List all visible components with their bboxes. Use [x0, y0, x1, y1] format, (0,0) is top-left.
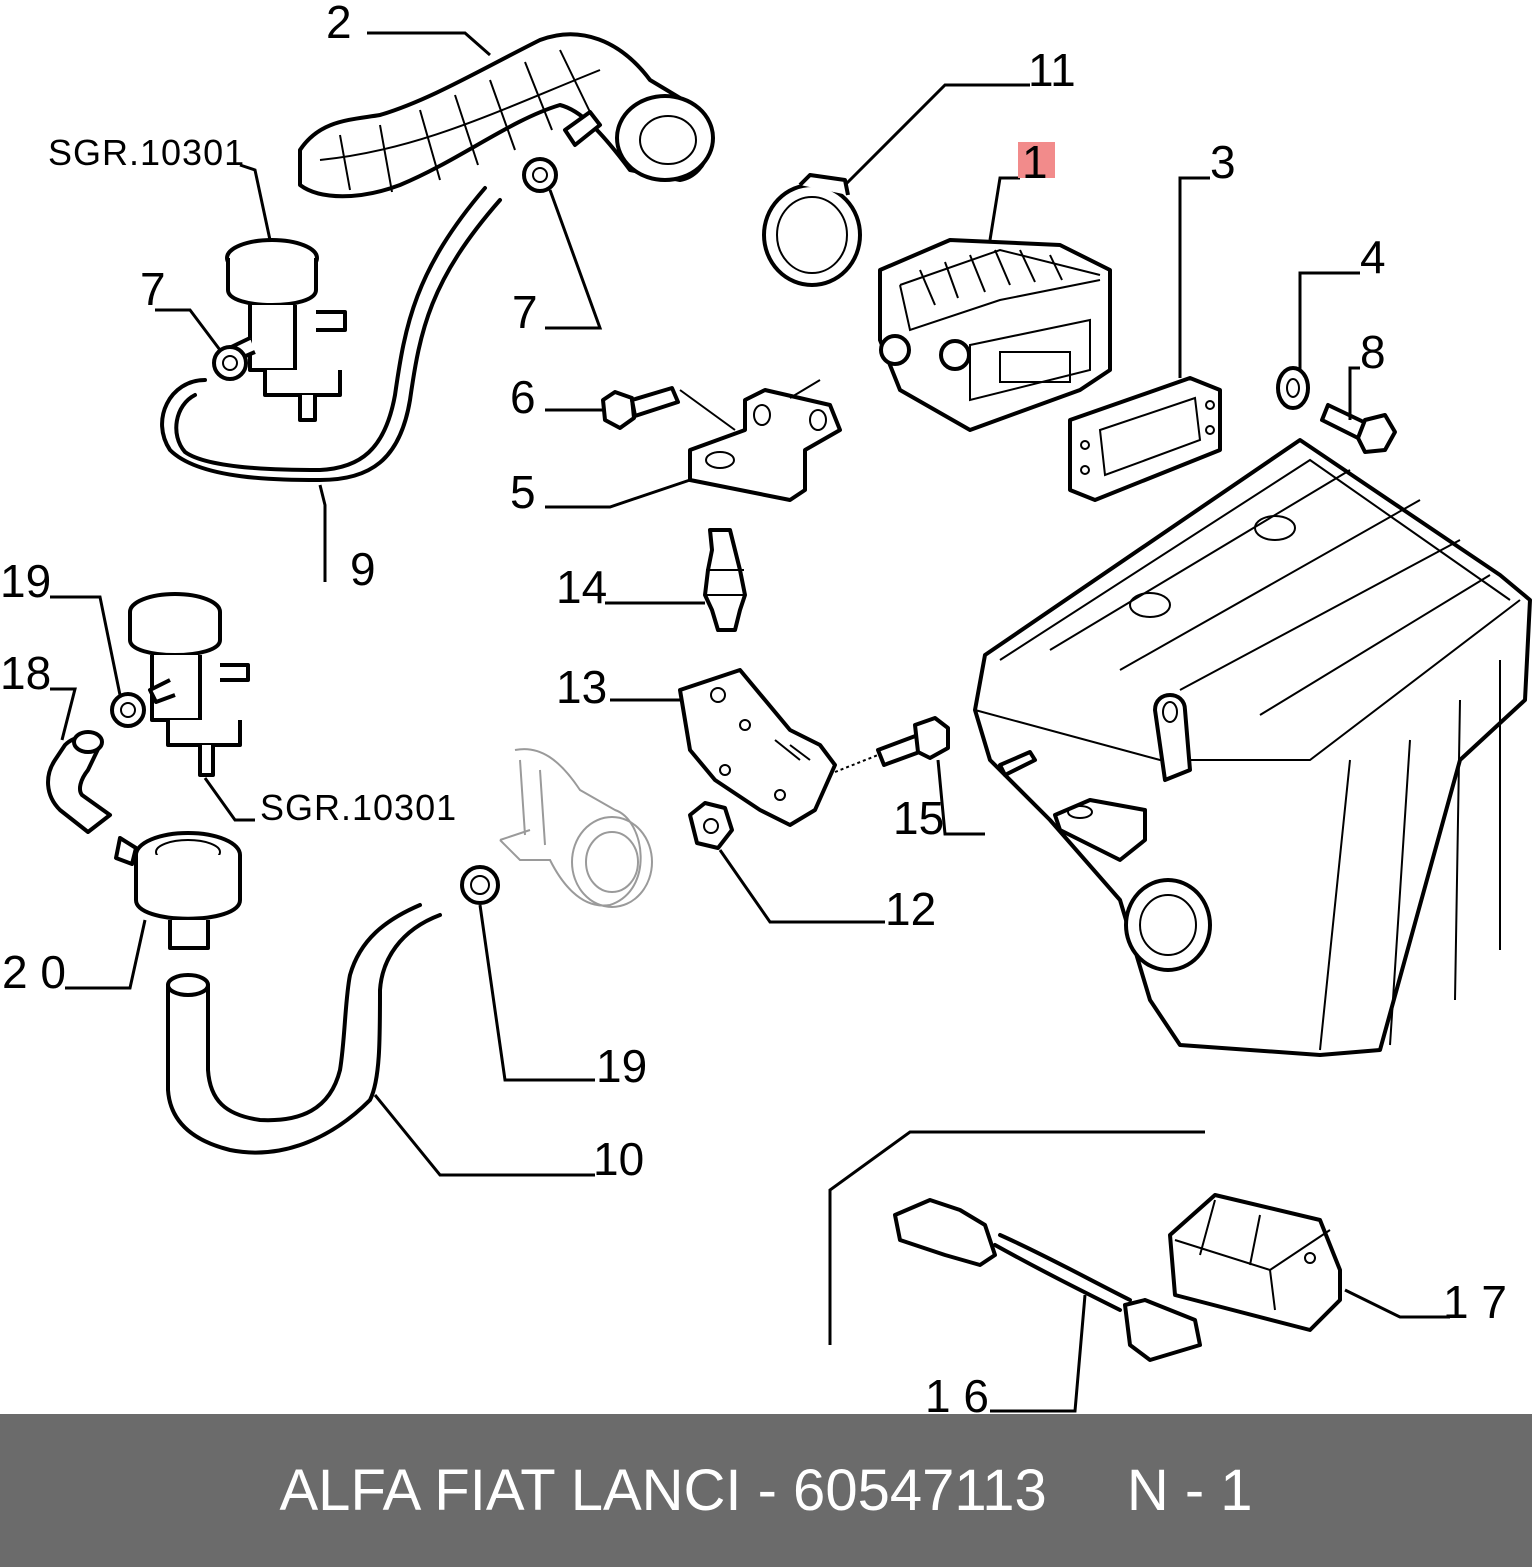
footer-part-text: ALFA FIAT LANCI - 60547113: [279, 1458, 1047, 1523]
callout-11: 11: [1028, 44, 1076, 96]
part-9-hose: [160, 186, 502, 482]
callout-6: 6: [510, 371, 536, 423]
callout-9: 9: [350, 543, 376, 595]
part-5-bracket: [679, 379, 842, 502]
part-3-gasket: [1068, 376, 1222, 502]
part-6-screw: [601, 386, 680, 430]
callout-7-left: 7: [140, 263, 166, 315]
part-20-filter: [114, 831, 242, 950]
callout-8: 8: [1360, 326, 1386, 378]
part-7-clip-top: [522, 157, 558, 193]
footer-page-text: N - 1: [1126, 1458, 1253, 1523]
callout-2: 2: [326, 0, 352, 48]
callout-19-right: 19: [596, 1040, 647, 1092]
callout-5: 5: [510, 466, 536, 518]
part-19-clip-right: [460, 865, 500, 905]
part-4-washer: [1276, 366, 1310, 410]
callout-19-left: 19: [0, 555, 51, 607]
callout-1: 1: [1022, 136, 1048, 188]
callout-13: 13: [556, 661, 607, 713]
callout-14: 14: [556, 561, 607, 613]
callout-15: 15: [893, 792, 944, 844]
part-17-bracket: [1168, 1193, 1342, 1332]
part-15-screw: [876, 716, 950, 767]
callout-7-top: 7: [512, 286, 538, 338]
part-19-clip-left: [110, 692, 146, 728]
callout-1-highlight: [1018, 142, 1055, 178]
part-10-hose: [166, 903, 442, 1155]
callout-3: 3: [1210, 136, 1236, 188]
air-filter-housing: [973, 438, 1532, 1057]
callout-17: 1 7: [1443, 1276, 1507, 1328]
part-14-stud: [703, 528, 747, 632]
callout-16: 1 6: [925, 1370, 989, 1414]
part-18-elbow-hose: [46, 730, 112, 834]
part-2-air-hose: [298, 32, 715, 199]
part-7-clip-left: [212, 345, 248, 381]
sgr-reference-top: SGR.10301: [48, 132, 245, 173]
callout-labels: 2 11 1 3 4 8 7 7 6 5 9 14 13 15 12 19 18…: [0, 0, 1507, 1414]
part-16-cable: [893, 1198, 1202, 1362]
callout-4: 4: [1360, 231, 1386, 283]
sgr-reference-bottom: SGR.10301: [260, 787, 457, 828]
part-12-nut: [688, 801, 734, 850]
parts-diagram: 2 11 1 3 4 8 7 7 6 5 9 14 13 15 12 19 18…: [0, 0, 1532, 1414]
footer-bar: ALFA FIAT LANCI - 60547113 N - 1: [0, 1414, 1532, 1567]
part-13-bracket: [678, 668, 837, 827]
throttle-body-ghost: [499, 748, 653, 908]
callout-12: 12: [885, 883, 936, 935]
part-1-module: [878, 238, 1112, 432]
callout-20: 2 0: [2, 946, 66, 998]
leader-lines: [50, 31, 1450, 1413]
part-8-screw: [1320, 403, 1397, 454]
callout-18: 18: [0, 647, 51, 699]
sgr-valve-top: [223, 238, 347, 422]
callout-10: 10: [593, 1133, 644, 1185]
part-11-clamp: [762, 173, 862, 287]
sgr-valve-bottom: [128, 592, 250, 777]
